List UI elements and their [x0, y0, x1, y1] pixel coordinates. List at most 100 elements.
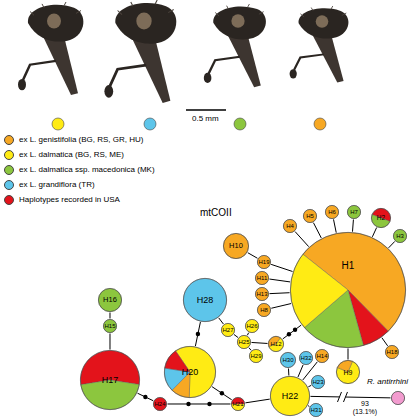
- break-slash: [343, 392, 347, 402]
- haplotype-circle: H29: [249, 349, 263, 363]
- haplotype-link: [313, 223, 321, 238]
- pie-slice: [249, 349, 262, 362]
- haplotype-link: [310, 396, 390, 397]
- haplotype-circle: H21: [231, 397, 245, 411]
- outgroup-circle: R. antirrhini: [391, 391, 405, 405]
- haplotype-label: H3: [396, 233, 404, 239]
- haplotype-circle: H13: [255, 287, 269, 301]
- haplotype-label: H19: [258, 259, 269, 265]
- pie-slice: [153, 397, 166, 410]
- gene-label: mtCOII: [200, 207, 232, 218]
- pie-slice: [255, 287, 268, 300]
- haplotype-link: [308, 385, 311, 386]
- haplotype-link: [234, 334, 238, 337]
- haplotype-link: [269, 292, 289, 294]
- haplotype-link: [271, 264, 292, 271]
- haplotype-label: H30: [282, 357, 293, 363]
- haplotype-circle: H28: [183, 278, 227, 322]
- circle-outline: [257, 303, 270, 316]
- haplotype-circle: H20: [164, 346, 216, 398]
- circle-outline: [255, 271, 268, 284]
- host-dot: [144, 118, 156, 130]
- haplotype-link: [348, 349, 349, 360]
- haplotype-label: H25: [238, 339, 249, 345]
- circle-outline: [270, 376, 309, 415]
- circle-outline: [393, 229, 406, 242]
- haplotype-circle: H24: [153, 397, 167, 411]
- circle-outline: [309, 403, 322, 416]
- legend-text: ex L. dalmatica ssp. macedonica (MK): [19, 166, 155, 174]
- pie-chart: [391, 391, 405, 405]
- pie-slice: [221, 323, 234, 336]
- circle-outline: [183, 278, 226, 321]
- pie-slice: [98, 288, 121, 311]
- missing-haplotypes: [287, 328, 298, 337]
- haplotype-link: [298, 365, 303, 377]
- median-dot: [287, 332, 291, 336]
- weevil-head-photo: [104, 0, 176, 103]
- legend-text: Haplotypes recorded in USA: [19, 196, 120, 204]
- median-dot: [207, 402, 211, 406]
- haplotype-circle: H27: [221, 323, 235, 337]
- haplotype-circle: H14: [315, 349, 329, 363]
- circle-outline: [290, 232, 405, 347]
- circle-outline: [249, 349, 262, 362]
- circle-outline: [303, 209, 316, 222]
- circle-outline: [257, 255, 270, 268]
- haplotype-circle: H18: [385, 345, 399, 359]
- legend-entry: Haplotypes recorded in USA: [4, 194, 120, 206]
- legend-swatch: [4, 180, 14, 190]
- haplotype-link: [295, 232, 309, 247]
- haplotype-circle: H12: [268, 336, 284, 352]
- legend-swatch: [4, 165, 14, 175]
- host-dot: [52, 118, 64, 130]
- haplotype-label: H6: [328, 209, 336, 215]
- haplotype-circle: H9: [336, 360, 360, 384]
- haplotype-label: H1: [342, 261, 355, 271]
- haplotype-circle: H30: [280, 352, 296, 368]
- haplotype-circle: H10: [223, 233, 249, 259]
- scale-label: 0.5 mm: [192, 115, 219, 124]
- median-dot: [220, 391, 224, 395]
- haplotype-link: [283, 325, 301, 339]
- haplotype-circle: H32: [299, 351, 313, 365]
- haplotype-link: [382, 338, 388, 346]
- haplotype-link: [251, 342, 267, 343]
- haplotype-link: [137, 393, 153, 401]
- circle-outline: [221, 323, 234, 336]
- pie-slice: [183, 278, 226, 321]
- haplotype-circle: H25: [237, 335, 251, 349]
- haplotype-circle: H3: [393, 229, 407, 243]
- haplotype-circle: H8: [257, 303, 271, 317]
- pie-slice: [255, 271, 268, 284]
- median-dot: [293, 328, 297, 332]
- circle-outline: [153, 397, 166, 410]
- haplotype-link: [249, 348, 251, 351]
- host-dot: [314, 118, 326, 130]
- haplotype-link: [109, 334, 110, 350]
- haplotype-link: [271, 304, 291, 309]
- haplotype-label: H12: [270, 341, 281, 347]
- circle-outline: [164, 346, 215, 397]
- pie-slice: [385, 345, 398, 358]
- missing-haplotypes: [196, 332, 200, 336]
- haplotype-label: H24: [154, 401, 165, 407]
- haplotype-link: [219, 318, 224, 324]
- legend-swatch: [4, 135, 14, 145]
- median-dot: [186, 402, 190, 406]
- circle-outline: [231, 397, 244, 410]
- haplotype-label: H13: [256, 291, 267, 297]
- circle-outline: [280, 352, 295, 367]
- haplotype-link: [212, 387, 232, 400]
- pie-slice: [270, 376, 309, 415]
- circle-outline: [311, 375, 324, 388]
- haplotype-label: H26: [246, 323, 257, 329]
- haplotype-label: H29: [250, 353, 261, 359]
- circle-outline: [255, 287, 268, 300]
- haplotype-circle: H17: [80, 350, 140, 410]
- haplotype-circle: H6: [325, 205, 339, 219]
- circle-outline: [237, 335, 250, 348]
- pie-slice: [391, 391, 404, 404]
- haplotype-label: H2: [377, 215, 385, 222]
- circle-outline: [98, 288, 121, 311]
